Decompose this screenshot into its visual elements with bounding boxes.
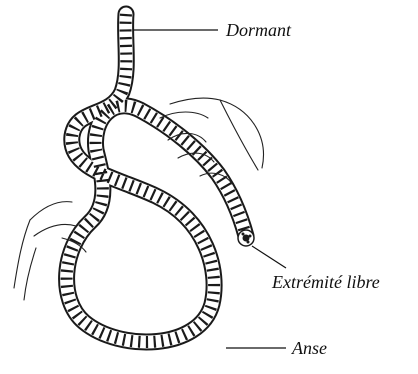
rope [67,14,246,342]
free-end-leader [252,246,286,268]
free-end-label: Extrémité libre [271,272,380,292]
rope-free-end-tip [238,230,254,246]
standing-part-label: Dormant [225,20,292,40]
loop-label: Anse [291,338,327,358]
